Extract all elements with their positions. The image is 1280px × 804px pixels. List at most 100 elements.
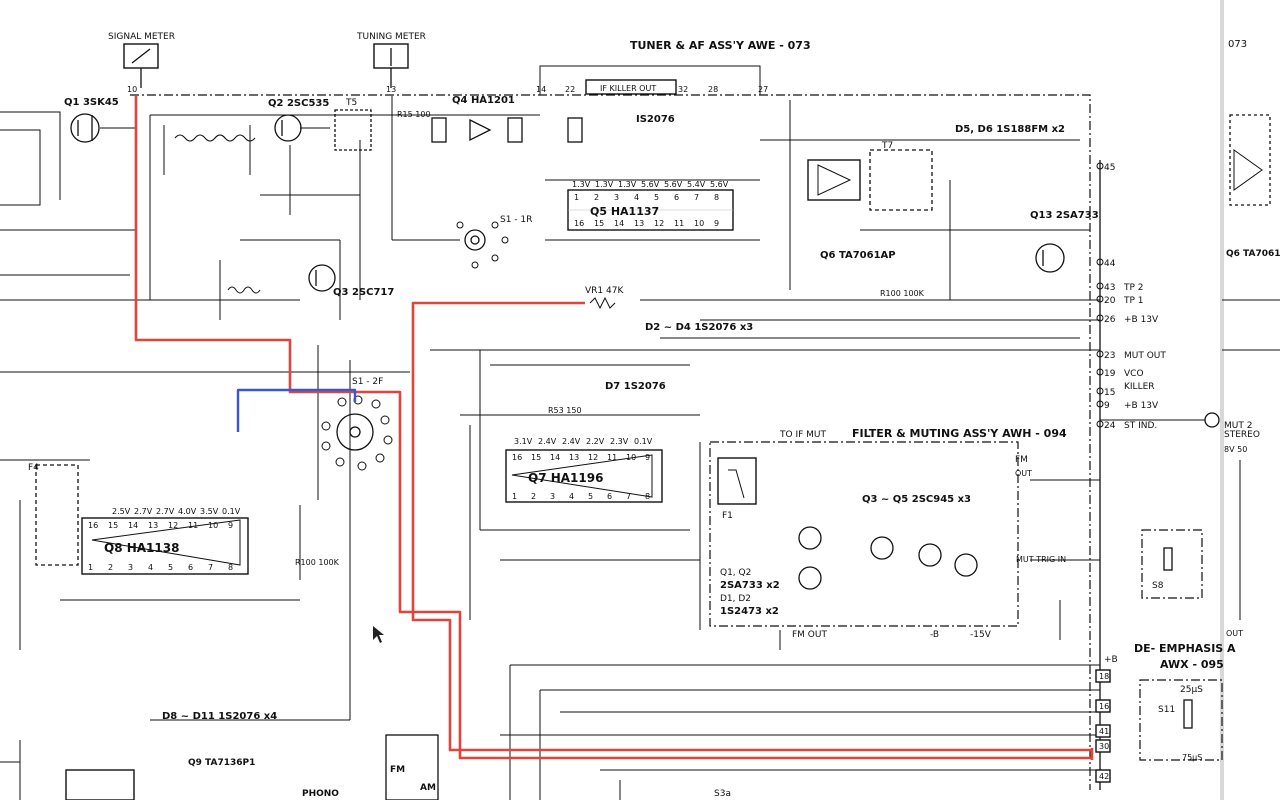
q8-top-pin-11: 11 (188, 521, 198, 530)
highlight-trace-red-2 (411, 301, 1092, 752)
q8-bot-pin-5: 5 (168, 563, 173, 572)
terminal-label: ST IND. (1124, 421, 1157, 431)
q8-voltage: 2.5V (112, 507, 131, 516)
q5-top-pin-1: 1 (574, 193, 579, 202)
bottom-pin-box (1095, 699, 1111, 713)
bottom-pin-18: 18 (1099, 672, 1109, 681)
q8-voltage: 0.1V (222, 507, 241, 516)
phono-label: PHONO (302, 789, 339, 799)
bottom-pin-16: 16 (1099, 702, 1109, 711)
q5-top-pin-7: 7 (694, 193, 699, 202)
svg-text:FM: FM (1015, 455, 1028, 465)
q8-top-pin-10: 10 (208, 521, 218, 530)
q7-bot-pin-5: 5 (588, 492, 593, 501)
svg-text:SIGNAL METER: SIGNAL METER (108, 32, 175, 42)
d7-label: D7 1S2076 (605, 381, 666, 392)
svg-text:IS2076: IS2076 (636, 114, 675, 125)
svg-text:Q6 TA7061AP: Q6 TA7061AP (820, 250, 896, 261)
svg-text:Q4 HA1201: Q4 HA1201 (452, 95, 515, 106)
q7-voltage: 0.1V (634, 437, 653, 446)
q8-bot-pin-2: 2 (108, 563, 113, 572)
de-emphasis-board (1139, 679, 1223, 761)
terminal-label: MUT OUT (1124, 351, 1166, 361)
q8-voltage: 3.5V (200, 507, 219, 516)
terminal-label: +B 13V (1124, 401, 1159, 411)
ic-q9-ta7136p1: Q9 TA7136P1 (0, 740, 255, 801)
svg-text:IF KILLER OUT: IF KILLER OUT (600, 84, 656, 93)
q8-top-pin-15: 15 (108, 521, 118, 530)
switch-s1-1r[interactable]: S1 - 1R (456, 215, 532, 269)
filter-assy-title: FILTER & MUTING ASS'Y AWH - 094 (852, 427, 1067, 440)
d2-d4-label: D2 ~ D4 1S2076 x3 (645, 322, 753, 333)
terminal-num-23: 23 (1104, 351, 1115, 361)
svg-text:Q1 3SK45: Q1 3SK45 (64, 97, 119, 108)
ic-q6-ta7061ap: Q6 TA7061AP T7 D5, D6 1S188FM x2 (807, 124, 1065, 261)
terminal-num-26: 26 (1104, 315, 1116, 325)
svg-text:8V 50: 8V 50 (1224, 445, 1247, 454)
filter-f1: F1 (717, 457, 757, 521)
terminal-num-19: 19 (1104, 369, 1116, 379)
q7-top-pin-10: 10 (626, 453, 636, 462)
q8-top-pin-9: 9 (228, 521, 233, 530)
svg-text:22: 22 (565, 85, 575, 94)
pin-10: 10 (127, 85, 137, 94)
f4-filter (35, 464, 79, 566)
switch-fm-am[interactable]: FM AM (385, 734, 439, 801)
switch-s11[interactable] (1183, 699, 1193, 729)
svg-text:Q7 HA1196: Q7 HA1196 (528, 471, 603, 485)
transistor-q13: Q13 2SA733 (1030, 210, 1099, 273)
q7-bot-pin-7: 7 (626, 492, 631, 501)
q5-top-pin-2: 2 (594, 193, 599, 202)
q8-top-pin-14: 14 (128, 521, 138, 530)
svg-text:FM OUT: FM OUT (792, 630, 827, 640)
svg-text:MUT 2: MUT 2 (1224, 421, 1252, 431)
terminal-label: VCO (1124, 369, 1144, 379)
svg-text:27: 27 (758, 85, 768, 94)
bottom-pin-41: 41 (1099, 727, 1109, 736)
ic-q7-ha1196: Q7 HA1196 (505, 449, 663, 503)
svg-text:75μS: 75μS (1182, 753, 1202, 762)
switch-s1-2f[interactable]: S1 - 2F (321, 377, 393, 471)
q8-bot-pin-3: 3 (128, 563, 133, 572)
q5-bot-pin-14: 14 (614, 219, 624, 228)
ic-q8-ha1138: Q8 HA1138 (81, 517, 249, 575)
q5-bot-pin-16: 16 (574, 219, 584, 228)
svg-text:Q5 HA1137: Q5 HA1137 (590, 205, 659, 218)
d8-d11-label: D8 ~ D11 1S2076 x4 (162, 711, 277, 722)
svg-text:R100 100K: R100 100K (295, 558, 340, 567)
svg-text:D1, D2: D1, D2 (720, 594, 751, 604)
svg-text:S8: S8 (1152, 581, 1164, 591)
highlight-trace-blue (236, 388, 357, 432)
q5-voltage: 5.4V (687, 180, 706, 189)
q8-voltage: 2.7V (156, 507, 175, 516)
tuning-meter: TUNING METER (356, 32, 426, 69)
svg-text:Q8 HA1138: Q8 HA1138 (104, 541, 179, 555)
q8-top-pin-12: 12 (168, 521, 178, 530)
q5-voltage: 5.6V (710, 180, 729, 189)
q5-bot-pin-9: 9 (714, 219, 719, 228)
bottom-pin-box (1095, 669, 1111, 683)
svg-text:D5, D6 1S188FM x2: D5, D6 1S188FM x2 (955, 124, 1065, 135)
q7-voltage: 3.1V (514, 437, 533, 446)
bottom-pin-30: 30 (1099, 742, 1109, 751)
svg-text:OUT: OUT (1015, 469, 1032, 478)
q7-bot-pin-6: 6 (607, 492, 612, 501)
q5-voltage: 5.6V (664, 180, 683, 189)
terminal-num-15: 15 (1104, 388, 1115, 398)
q5-voltage: 1.3V (618, 180, 637, 189)
svg-text:T7: T7 (881, 141, 893, 151)
svg-text:S1 - 1R: S1 - 1R (500, 215, 532, 225)
terminal-num-45: 45 (1104, 163, 1115, 173)
svg-text:AWX - 095: AWX - 095 (1160, 658, 1224, 671)
q5-bot-pin-13: 13 (634, 219, 644, 228)
svg-text:1S2473 x2: 1S2473 x2 (720, 606, 779, 617)
q7-top-pin-11: 11 (607, 453, 617, 462)
q7-bot-pin-8: 8 (645, 492, 650, 501)
if-killer-box (585, 79, 677, 95)
switch-s8[interactable] (1163, 547, 1173, 571)
right-partial-panel: Q6 TA7061 OUT (1222, 114, 1280, 638)
svg-text:Q9 TA7136P1: Q9 TA7136P1 (188, 758, 255, 768)
terminal-num-43: 43 (1104, 283, 1115, 293)
